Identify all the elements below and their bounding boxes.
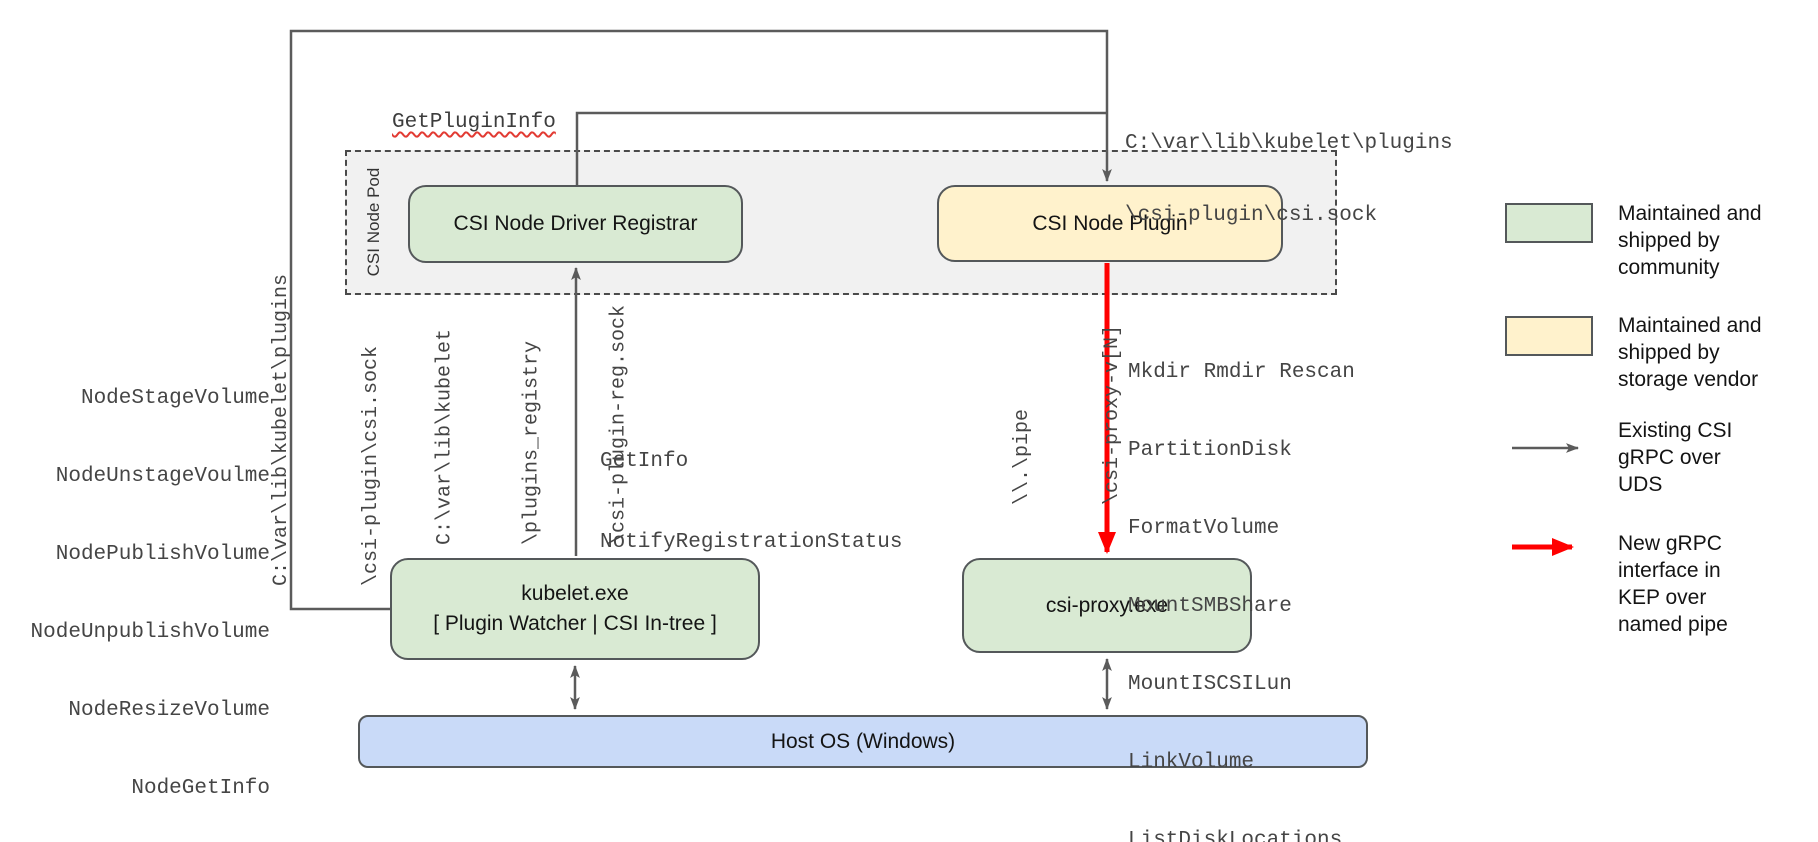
kubelet-box: kubelet.exe [ Plugin Watcher | CSI In-tr… (390, 558, 760, 660)
proxy-rpc-item: MountSMBShare (1128, 595, 1292, 618)
csi-node-plugin-box: CSI Node Plugin (937, 185, 1283, 262)
legend-label-community: Maintained and shipped by community (1618, 202, 1762, 279)
host-os-box: Host OS (Windows) (358, 715, 1368, 768)
csi-proxy-label: csi-proxy.exe (1045, 593, 1169, 617)
registrar-label: CSI Node Driver Registrar (453, 212, 698, 235)
csi-sock-path-label-top: C:\var\lib\kubelet\plugins \csi-plugin\c… (1125, 132, 1453, 227)
csi-proxy-rpcs-list: Mkdir Rmdir Rescan PartitionDisk FormatV… (1128, 308, 1355, 842)
node-rpc-item: NodeGetInfo (131, 777, 270, 800)
kubelet-node-rpcs-list: NodeStageVolume NodeUnstageVoulme NodePu… (28, 334, 270, 842)
kubelet-label-line2: [ Plugin Watcher | CSI In-tree ] (433, 612, 717, 635)
legend-label-existing-grpc-uds: Existing CSI gRPC over UDS (1618, 419, 1733, 496)
node-rpc-item: NodeResizeVolume (68, 699, 270, 722)
getplugininfo-label: GetPluginInfo (392, 111, 556, 134)
node-rpc-item: NodeStageVolume (80, 387, 270, 410)
legend-swatch-community (1505, 203, 1593, 243)
legend-label-storage-vendor: Maintained and shipped by storage vendor (1618, 314, 1762, 391)
plugin-label: CSI Node Plugin (1032, 211, 1188, 235)
proxy-rpc-item: ListDiskLocations (1128, 829, 1343, 842)
node-rpc-item: NodePublishVolume (55, 543, 270, 566)
proxy-rpc-item: PartitionDisk (1128, 439, 1292, 462)
legend-swatch-storage-vendor (1505, 316, 1593, 356)
host-os-label: Host OS (Windows) (770, 729, 956, 753)
legend-label-new-grpc-named-pipe: New gRPC interface in KEP over named pip… (1618, 532, 1728, 636)
registration-rpcs-label: GetInfo NotifyRegistrationStatus (600, 450, 903, 554)
proxy-rpc-item: Mkdir Rmdir Rescan (1128, 361, 1355, 384)
csi-node-driver-registrar-box: CSI Node Driver Registrar (408, 185, 743, 263)
csi-node-pod-label: CSI Node Pod (364, 167, 383, 277)
node-rpc-item: NodeUnstageVoulme (55, 465, 270, 488)
node-rpc-item: NodeUnpublishVolume (30, 621, 270, 644)
csi-proxy-box: csi-proxy.exe (962, 558, 1252, 653)
proxy-rpc-item: LinkVolume (1128, 751, 1255, 774)
kubelet-label-line1: kubelet.exe (521, 582, 629, 605)
proxy-rpc-item: FormatVolume (1128, 517, 1280, 540)
proxy-rpc-item: MountISCSILun (1128, 673, 1292, 696)
